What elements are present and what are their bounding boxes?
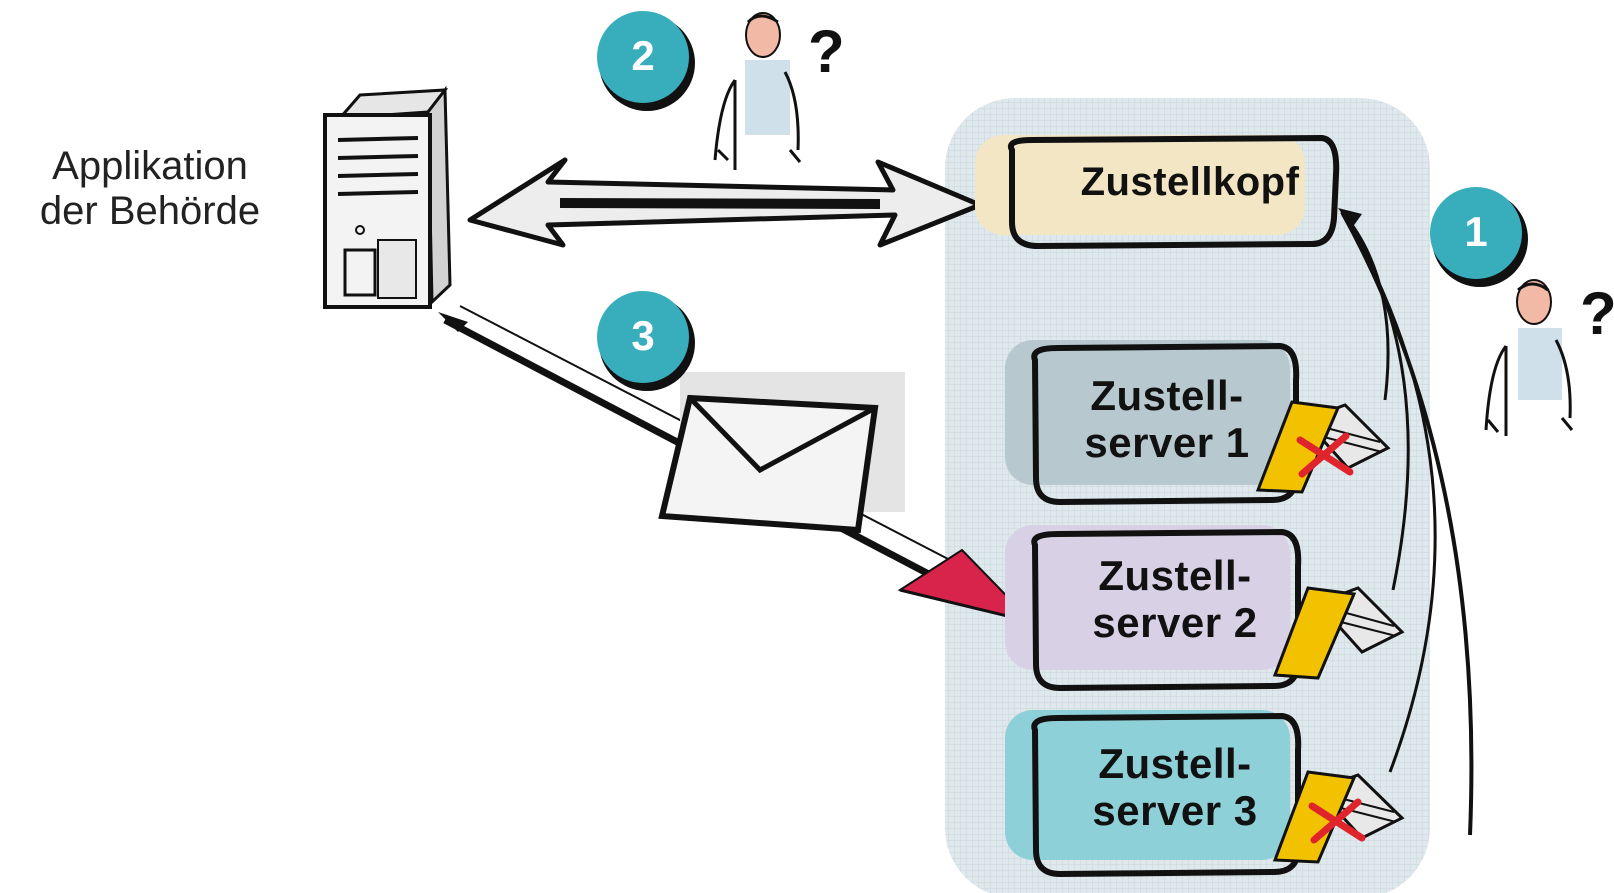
delivery-head-label: Zustellkopf [1080,160,1300,204]
application-label: Applikation der Behörde [39,144,261,233]
delivery-server-2-fill [1005,525,1290,670]
fail-x-icon-server-3 [1308,798,1366,844]
delivery-server-3-label: Zustell- server 3 [1092,740,1258,835]
server-cluster-background [945,98,1430,893]
step-badge-2 [597,11,695,111]
double-arrow-icon [467,157,983,248]
step-badge-3 [597,291,695,391]
folder-icon-server-2 [1272,586,1405,680]
fail-x-icon-server-1 [1296,432,1354,478]
delivery-server-2-label: Zustell- server 2 [1092,552,1258,647]
step-badge-1-number: 1 [1464,208,1488,255]
server-tower-icon [323,85,452,309]
question-mark-right: ? [1580,280,1614,347]
delivery-head-box [975,134,1340,250]
delivery-server-1-label: Zustell- server 1 [1084,372,1250,467]
step-badge-1 [1430,187,1528,287]
step-badge-3-number: 3 [631,312,655,359]
folder-icon-server-3 [1272,770,1405,864]
person-icon-top [713,12,802,170]
delivery-server-1-fill [1005,340,1290,485]
delivery-head-fill [975,135,1305,235]
question-mark-top: ? [808,18,845,85]
person-icon-right [1484,279,1574,436]
query-arrows [1338,208,1474,836]
delivery-server-3-fill [1005,710,1290,860]
step-badge-2-number: 2 [631,32,655,79]
envelope-icon [658,372,905,534]
